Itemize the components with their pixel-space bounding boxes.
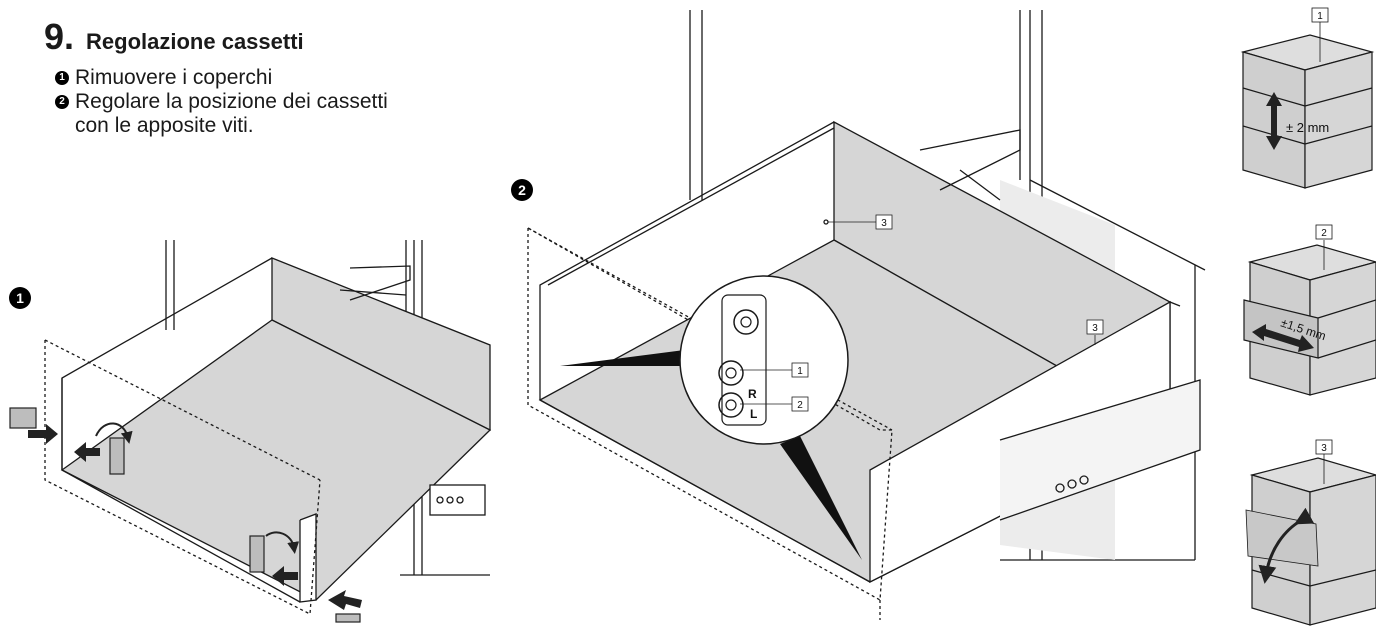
step-2-text-line1: Regolare la posizione dei cassetti (75, 90, 388, 113)
figure-2-badge: 2 (511, 179, 533, 201)
instruction-step-2: 2 Regolare la posizione dei cassetti (55, 90, 388, 114)
side-panel-1-annotation: ± 2 mm (1286, 120, 1329, 135)
svg-text:3: 3 (1092, 323, 1098, 334)
figure-1-arrows (28, 424, 362, 610)
side-panel-3 (1245, 439, 1376, 626)
figure-1-badge: 1 (9, 287, 31, 309)
page-heading: 9. Regolazione cassetti (44, 16, 304, 58)
svg-text:1: 1 (797, 366, 803, 377)
screw-2-icon (718, 392, 744, 418)
step-2-text-line2: con le apposite viti. (75, 114, 254, 137)
callout-1: 1 (740, 362, 809, 378)
svg-text:2: 2 (518, 182, 526, 198)
side-panel-1-label: 1 (1317, 11, 1323, 22)
figure-2-drawer (527, 10, 1206, 620)
step-1-badge: 1 (55, 71, 69, 85)
svg-text:L: L (750, 407, 757, 421)
side-panel-2-label: 2 (1321, 228, 1327, 239)
svg-text:1: 1 (16, 290, 24, 306)
side-panel-1 (1240, 7, 1375, 189)
step-2-badge: 2 (55, 95, 69, 109)
rotate-arrow-2 (265, 531, 300, 554)
side-panel-3-label: 3 (1321, 443, 1327, 454)
instruction-list: 1 Rimuovere i coperchi 2 Regolare la pos… (55, 66, 388, 138)
svg-text:2: 2 (797, 400, 803, 411)
zoom-detail: R L (679, 275, 849, 445)
instruction-step-1: 1 Rimuovere i coperchi (55, 66, 388, 90)
svg-text:R: R (748, 387, 757, 401)
zoom-connectors (560, 348, 862, 560)
side-panel-2 (1243, 224, 1376, 396)
step-1-text: Rimuovere i coperchi (75, 66, 273, 89)
horizontal-double-arrow-icon (1252, 324, 1314, 352)
svg-text:3: 3 (881, 218, 887, 229)
section-title: Regolazione cassetti (86, 29, 304, 54)
section-number: 9. (44, 16, 75, 57)
callout-3b: 3 (1086, 319, 1104, 345)
callout-2: 2 (740, 396, 809, 412)
figure-1-drawer (44, 240, 492, 616)
vertical-double-arrow-icon (1266, 92, 1282, 150)
callout-3: 3 (828, 214, 893, 230)
figure-1-caps (9, 407, 361, 623)
rotate-arrow-1 (95, 422, 133, 444)
curved-rotate-arrow-icon (1258, 507, 1315, 584)
screw-top-icon (733, 309, 759, 335)
screw-1-icon (718, 360, 744, 386)
